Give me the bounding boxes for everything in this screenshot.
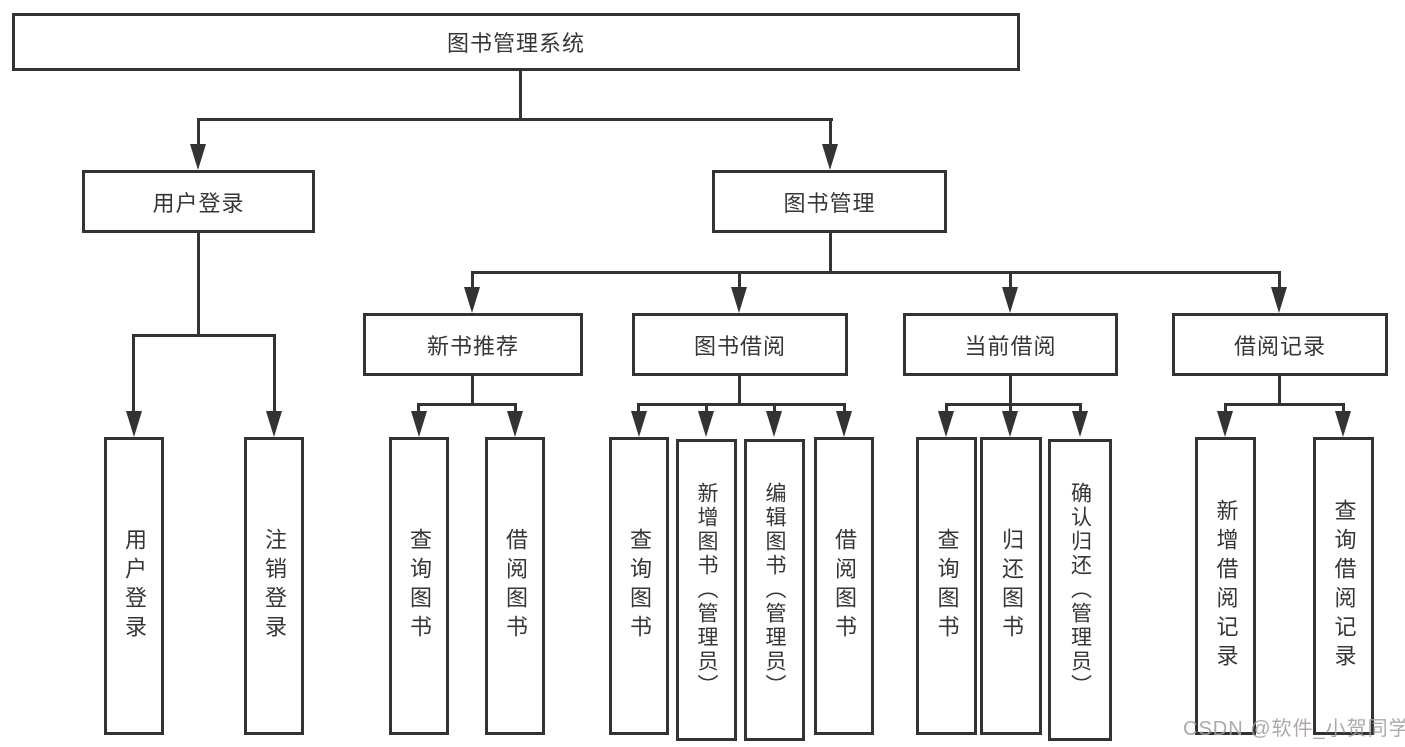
connector-line (132, 334, 135, 412)
connector-line (1342, 403, 1345, 413)
leaf-borrow-books-recommend: 借阅图书 (485, 437, 545, 735)
arrowhead-down-icon (1335, 411, 1351, 437)
connector-line (829, 233, 832, 273)
arrowhead-down-icon (731, 287, 747, 313)
connector-line (1009, 271, 1012, 288)
arrowhead-down-icon (1002, 411, 1018, 437)
leaf-query-books-current: 查询图书 (916, 437, 977, 735)
leaf-user-login: 用户登录 (104, 437, 164, 735)
connector-line (197, 118, 200, 146)
connector-line (637, 403, 640, 413)
connector-line (1079, 403, 1082, 413)
arrowhead-down-icon (266, 411, 282, 437)
connector-line (1009, 403, 1012, 413)
arrowhead-down-icon (1072, 411, 1088, 437)
connector-line (829, 118, 832, 146)
connector-line (1224, 403, 1227, 413)
arrowhead-down-icon (766, 411, 782, 437)
connector-line (1224, 403, 1345, 406)
node-library-management-system: 图书管理系统 (12, 13, 1020, 71)
connector-line (945, 403, 1082, 406)
arrowhead-down-icon (1002, 287, 1018, 313)
node-current-borrow: 当前借阅 (903, 313, 1118, 376)
connector-line (471, 271, 1281, 274)
node-user-login: 用户登录 (82, 170, 315, 233)
arrowhead-down-icon (190, 144, 206, 170)
connector-line (471, 271, 474, 288)
connector-line (637, 403, 846, 406)
arrowhead-down-icon (836, 411, 852, 437)
leaf-query-books-recommend: 查询图书 (389, 437, 449, 735)
arrowhead-down-icon (698, 411, 714, 437)
connector-line (197, 233, 200, 336)
connector-line (705, 403, 708, 413)
leaf-confirm-return-admin: 确认归还（管理员） (1048, 439, 1112, 741)
node-book-borrow: 图书借阅 (632, 313, 848, 376)
watermark-text: CSDN @软件_小贺同学 (1183, 718, 1405, 740)
leaf-edit-book-admin: 编辑图书（管理员） (744, 439, 805, 741)
leaf-borrow-books: 借阅图书 (814, 437, 874, 735)
node-borrow-records: 借阅记录 (1172, 313, 1388, 376)
node-book-management: 图书管理 (712, 170, 947, 233)
leaf-query-books-borrow: 查询图书 (609, 437, 669, 735)
arrowhead-down-icon (631, 411, 647, 437)
connector-line (417, 403, 420, 413)
arrowhead-down-icon (411, 411, 427, 437)
arrowhead-down-icon (507, 411, 523, 437)
arrowhead-down-icon (1217, 411, 1233, 437)
connector-line (1278, 271, 1281, 288)
arrowhead-down-icon (464, 287, 480, 313)
connector-line (471, 376, 474, 405)
leaf-return-book: 归还图书 (980, 437, 1042, 735)
leaf-add-borrow-record: 新增借阅记录 (1195, 437, 1256, 735)
connector-line (945, 403, 948, 413)
arrowhead-down-icon (1271, 287, 1287, 313)
connector-line (197, 118, 833, 121)
connector-line (738, 271, 741, 288)
connector-line (843, 403, 846, 413)
leaf-logout: 注销登录 (244, 437, 304, 735)
connector-line (132, 334, 276, 337)
connector-line (738, 376, 741, 405)
connector-line (514, 403, 517, 413)
arrowhead-down-icon (822, 144, 838, 170)
connector-line (519, 70, 522, 120)
connector-line (773, 403, 776, 413)
leaf-add-book-admin: 新增图书（管理员） (676, 439, 737, 741)
connector-line (273, 334, 276, 412)
connector-line (1278, 376, 1281, 405)
arrowhead-down-icon (938, 411, 954, 437)
leaf-query-borrow-record: 查询借阅记录 (1313, 437, 1374, 735)
connector-line (1009, 376, 1012, 405)
arrowhead-down-icon (126, 411, 142, 437)
node-new-book-recommend: 新书推荐 (363, 313, 583, 376)
connector-line (417, 403, 517, 406)
